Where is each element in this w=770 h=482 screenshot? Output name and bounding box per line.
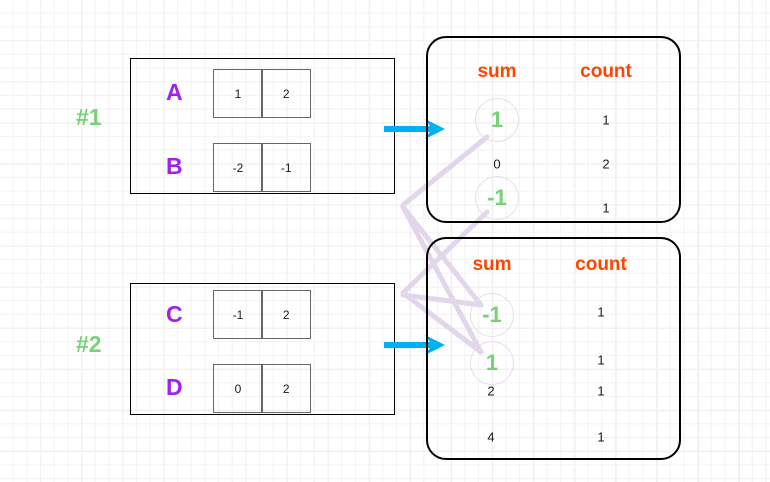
cell-B-0: -2 [213,143,263,192]
table-2-row-3-count: 1 [597,429,605,445]
table-1-row-1-count: 2 [602,156,610,172]
table-1-row-0-count: 1 [602,112,610,128]
cell-D-1: 2 [261,364,312,413]
group-box-2 [130,283,395,415]
aggregate-table-2-panel [426,237,681,460]
highlight-ring-t2-r0 [470,293,514,337]
row-pair-D: 0 2 [213,364,312,413]
group-label-1: #1 [76,104,102,130]
table-2-header-sum: sum [472,254,512,275]
cell-A-1: 2 [261,69,312,118]
table-2-row-1-sum: 1 [485,350,499,375]
cell-C-0: -1 [213,290,263,339]
table-1-row-1-sum: 0 [493,156,501,172]
aggregate-table-1-panel [426,36,681,223]
cell-D-0: 0 [213,364,263,413]
table-1-row-0-sum: 1 [490,107,504,132]
cell-A-0: 1 [213,69,263,118]
table-2-row-0-sum: -1 [482,302,502,327]
table-1-header-sum: sum [477,61,517,82]
row-letter-A: A [166,79,183,105]
highlight-ring-t2-r1 [470,341,514,385]
table-2-row-1-count: 1 [597,352,605,368]
row-letter-B: B [166,153,183,179]
table-1-row-2-sum: -1 [487,185,507,210]
row-letter-C: C [166,301,183,327]
row-pair-C: -1 2 [213,290,312,339]
table-2-row-0-count: 1 [597,304,605,320]
highlight-ring-t1-r0 [475,98,519,142]
table-2-row-3-sum: 4 [487,429,495,445]
row-letter-D: D [166,374,183,400]
table-2-header-count: count [575,254,627,275]
cell-B-1: -1 [261,143,312,192]
table-2-row-2-sum: 2 [487,383,495,399]
row-pair-B: -2 -1 [213,143,312,192]
group-label-2: #2 [76,331,102,357]
cell-C-1: 2 [261,290,312,339]
table-1-row-2-count: 1 [602,200,610,216]
table-2-row-2-count: 1 [597,383,605,399]
row-pair-A: 1 2 [213,69,312,118]
table-1-header-count: count [580,61,632,82]
highlight-ring-t1-r2 [475,176,519,220]
